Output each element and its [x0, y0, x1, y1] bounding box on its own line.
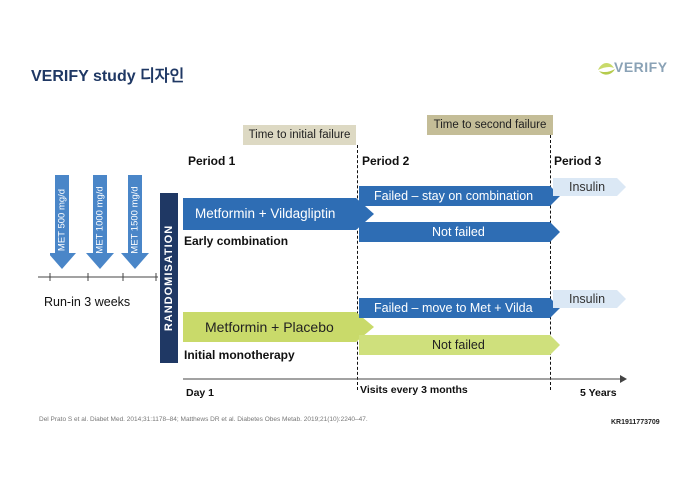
- period-3-divider: [550, 135, 551, 390]
- period-3-label: Period 3: [554, 154, 602, 168]
- early-not-failed-arrow: [359, 222, 560, 242]
- early-failed-arrow: [359, 186, 560, 206]
- met-500-arrow: [50, 175, 76, 269]
- run-in-label: Run-in 3 weeks: [44, 295, 131, 309]
- run-in-arrows: [50, 175, 149, 269]
- mono-not-failed-arrow: [359, 335, 560, 355]
- mono-failed-arrow: [359, 298, 560, 318]
- timeline-start: Day 1: [186, 387, 215, 399]
- met-1500-arrow: [121, 175, 149, 269]
- verify-logo-icon: [598, 62, 615, 75]
- period-2-divider: [357, 145, 358, 390]
- monotherapy-name: Initial monotherapy: [184, 348, 295, 362]
- randomisation-block: [160, 193, 178, 363]
- mono-not-failed-label: Not failed: [432, 338, 485, 352]
- met-1000-arrow: [86, 175, 114, 269]
- page-title: VERIFY study 디자인: [31, 68, 185, 85]
- second-failure-tag: Time to second failure: [427, 115, 553, 135]
- early-combination-treatment: Metformin + Vildagliptin: [195, 206, 336, 221]
- run-in-timeline: [38, 273, 158, 281]
- mono-failed-label: Failed – move to Met + Vilda: [374, 301, 533, 315]
- period-2-label: Period 2: [362, 154, 410, 168]
- early-insulin-label: Insulin: [569, 180, 606, 194]
- document-code: KR1911773709: [611, 419, 660, 426]
- early-insulin-arrow: [553, 178, 626, 196]
- mono-insulin-label: Insulin: [569, 292, 606, 306]
- reference-citation: Del Prato S et al. Diabet Med. 2014;31:1…: [39, 416, 368, 423]
- monotherapy-treatment: Metformin + Placebo: [205, 319, 334, 335]
- mono-insulin-arrow: [553, 290, 626, 308]
- early-combination-name: Early combination: [184, 234, 289, 248]
- early-failed-label: Failed – stay on combination: [374, 189, 534, 203]
- initial-failure-tag: Time to initial failure: [243, 125, 356, 145]
- timeline-visits: Visits every 3 months: [360, 384, 468, 396]
- timeline-arrowhead: [620, 375, 627, 383]
- timeline-end: 5 Years: [580, 387, 617, 399]
- early-not-failed-label: Not failed: [432, 225, 485, 239]
- monotherapy-arrow: [183, 312, 374, 342]
- period-1-label: Period 1: [188, 154, 236, 168]
- logo-text: VERIFY: [614, 59, 668, 75]
- early-combination-arrow: [183, 198, 374, 230]
